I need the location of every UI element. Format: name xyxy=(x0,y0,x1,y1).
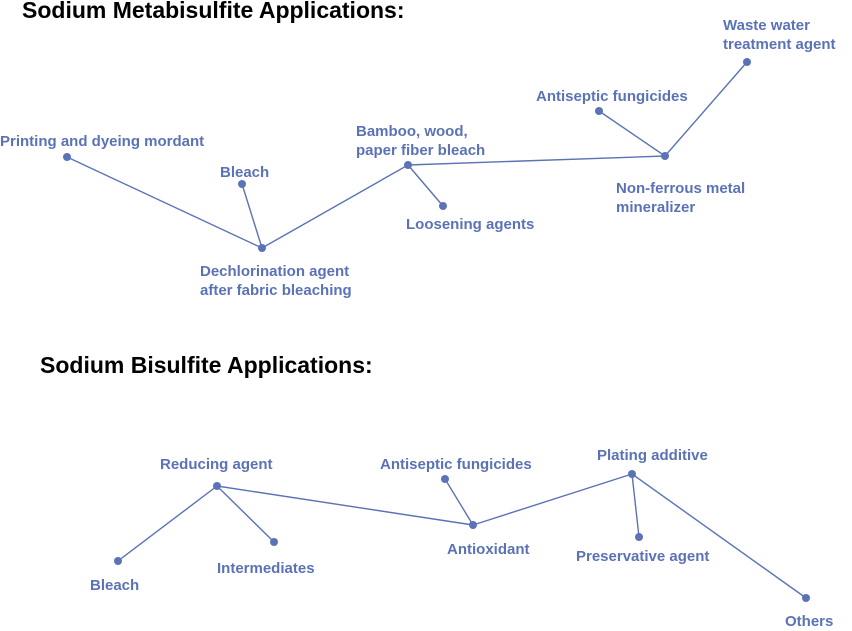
label-plating-text: Plating additive xyxy=(597,447,708,464)
node-antiseptic-2 xyxy=(441,475,449,483)
label-dechlorination-line2: after fabric bleaching xyxy=(200,282,352,299)
label-loosening: Loosening agents xyxy=(406,215,534,234)
edge-antiseptic-nonferrous xyxy=(598,110,666,157)
label-preservative: Preservative agent xyxy=(576,547,709,566)
label-others: Others xyxy=(785,612,833,631)
label-waste-line1: Waste water xyxy=(723,17,810,34)
label-reducing: Reducing agent xyxy=(160,455,273,474)
label-bleach-2: Bleach xyxy=(90,576,139,595)
edge-printing-dechlorination xyxy=(66,156,263,249)
label-bamboo: Bamboo, wood, paper fiber bleach xyxy=(356,122,485,160)
bisulfite-title: Sodium Bisulfite Applications: xyxy=(40,352,373,378)
node-printing xyxy=(63,153,71,161)
label-loosening-text: Loosening agents xyxy=(406,216,535,233)
edge-reducing-intermediates xyxy=(216,485,275,543)
bisulfite-nodes xyxy=(114,470,810,602)
label-antioxidant: Antioxidant xyxy=(447,540,530,559)
label-bleach: Bleach xyxy=(220,163,269,182)
node-loosening xyxy=(439,202,447,210)
node-antioxidant xyxy=(469,521,477,529)
node-plating xyxy=(628,470,636,478)
label-waste: Waste water treatment agent xyxy=(723,16,836,54)
label-nonferrous-line2: mineralizer xyxy=(616,199,696,216)
label-intermediates: Intermediates xyxy=(217,559,315,578)
label-antiseptic: Antiseptic fungicides xyxy=(536,87,688,106)
edge-nonferrous-waste xyxy=(664,61,748,157)
node-antiseptic xyxy=(595,107,603,115)
node-others xyxy=(802,594,810,602)
label-waste-line2: treatment agent xyxy=(723,36,836,53)
edge-plating-others xyxy=(631,473,807,599)
node-waste xyxy=(743,58,751,66)
edge-antioxidant-plating xyxy=(472,473,633,526)
metabisulfite-nodes xyxy=(63,58,751,252)
node-nonferrous xyxy=(661,152,669,160)
label-nonferrous-line1: Non-ferrous metal xyxy=(616,180,746,197)
label-intermediates-text: Intermediates xyxy=(217,560,315,577)
node-reducing xyxy=(213,482,221,490)
metabisulfite-title: Sodium Metabisulfite Applications: xyxy=(22,0,405,23)
label-bamboo-line1: Bamboo, wood, xyxy=(356,123,468,140)
edge-reducing-antioxidant xyxy=(216,485,474,526)
node-dechlorination xyxy=(258,244,266,252)
node-bamboo xyxy=(404,161,412,169)
edge-bleach-dechlorination xyxy=(241,183,263,249)
node-preservative xyxy=(635,533,643,541)
edge-dechlorination-bamboo xyxy=(261,164,409,249)
label-bleach-2-text: Bleach xyxy=(90,577,140,594)
metabisulfite-edges xyxy=(66,61,748,249)
label-bamboo-line2: paper fiber bleach xyxy=(356,142,486,159)
label-bleach-text: Bleach xyxy=(220,164,270,181)
label-dechlorination-line1: Dechlorination agent xyxy=(200,263,350,280)
label-antiseptic-2-text: Antiseptic fungicides xyxy=(380,456,532,473)
edge-plating-preservative xyxy=(631,473,640,538)
node-intermediates xyxy=(270,538,278,546)
node-bleach xyxy=(238,180,246,188)
label-antioxidant-text: Antioxidant xyxy=(447,541,530,558)
bisulfite-edges xyxy=(117,473,807,599)
edge-antiseptic-antioxidant xyxy=(444,478,474,526)
label-reducing-text: Reducing agent xyxy=(160,456,273,473)
label-antiseptic-text: Antiseptic fungicides xyxy=(536,88,688,105)
label-printing-text: Printing and dyeing mordant xyxy=(0,133,205,150)
edge-bamboo-nonferrous xyxy=(407,155,666,166)
label-others-text: Others xyxy=(785,613,834,630)
edge-bamboo-loosening xyxy=(407,164,444,207)
edge-reducing-bleach xyxy=(117,485,218,562)
label-printing: Printing and dyeing mordant xyxy=(0,132,204,151)
node-bleach-2 xyxy=(114,557,122,565)
label-antiseptic-2: Antiseptic fungicides xyxy=(380,455,532,474)
label-dechlorination: Dechlorination agent after fabric bleach… xyxy=(200,262,352,300)
label-plating: Plating additive xyxy=(597,446,708,465)
label-nonferrous: Non-ferrous metal mineralizer xyxy=(616,179,745,217)
label-preservative-text: Preservative agent xyxy=(576,548,710,565)
